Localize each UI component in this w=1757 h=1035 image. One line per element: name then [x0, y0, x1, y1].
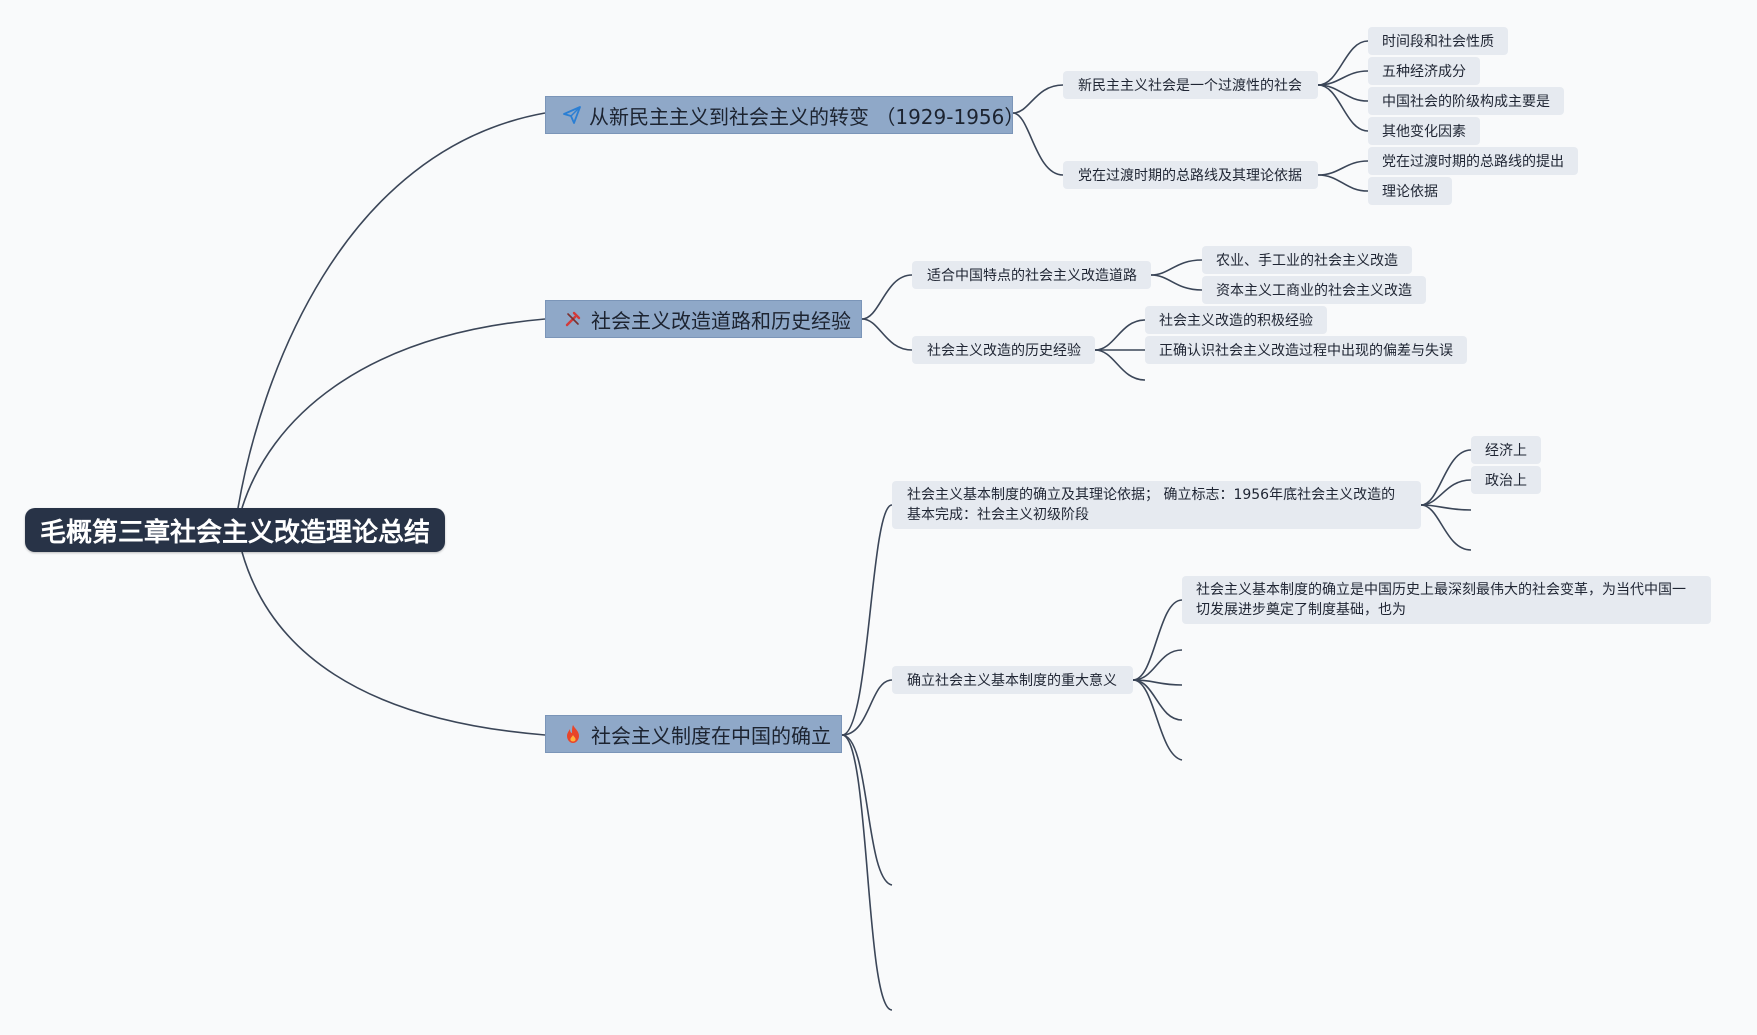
connector-b1-s1: [1012, 84, 1064, 114]
connector-b3-s1: [841, 504, 893, 736]
leaf-label: 理论依据: [1382, 184, 1438, 200]
sub-label: 社会主义改造的历史经验: [927, 343, 1081, 359]
branch-label-1: 从新民主主义到社会主义的转变 （1929-1956）: [589, 104, 1025, 129]
leaf-label: 经济上: [1485, 443, 1527, 459]
connector-root-branch-3: [241, 551, 546, 736]
leaf-node[interactable]: 理论依据: [1368, 177, 1452, 205]
root-node[interactable]: 毛概第三章社会主义改造理论总结: [25, 508, 445, 552]
connector-b3-e2: [841, 734, 893, 1011]
sub-label: 新民主主义社会是一个过渡性的社会: [1078, 78, 1302, 94]
leaf-node[interactable]: 时间段和社会性质: [1368, 27, 1508, 55]
connector-s32-e3: [1132, 679, 1183, 721]
branch-label-2: 社会主义改造道路和历史经验: [591, 308, 851, 333]
connector-s22-l1: [1094, 319, 1146, 351]
connector-s22-l3: [1094, 349, 1146, 381]
leaf-node[interactable]: 经济上: [1471, 436, 1541, 464]
connector-s31-l2: [1420, 479, 1472, 506]
leaf-node[interactable]: 资本主义工商业的社会主义改造: [1202, 276, 1426, 304]
leaf-label: 五种经济成分: [1382, 64, 1466, 80]
leaf-node[interactable]: 其他变化因素: [1368, 117, 1480, 145]
connector-s31-l1: [1420, 449, 1472, 506]
leaf-label: 正确认识社会主义改造过程中出现的偏差与失误: [1159, 343, 1453, 359]
leaf-node[interactable]: 农业、手工业的社会主义改造: [1202, 246, 1412, 274]
leaf-node[interactable]: 五种经济成分: [1368, 57, 1480, 85]
sub-node-2-2[interactable]: 社会主义改造的历史经验: [912, 336, 1095, 364]
sub-node-3-1[interactable]: 社会主义基本制度的确立及其理论依据； 确立标志：1956年底社会主义改造的基本完…: [892, 481, 1421, 529]
connector-s21-l1: [1150, 259, 1203, 276]
connector-s32-e1: [1132, 649, 1183, 681]
leaf-node[interactable]: 社会主义改造的积极经验: [1145, 306, 1327, 334]
leaf-label: 农业、手工业的社会主义改造: [1216, 253, 1398, 269]
sub-label: 确立社会主义基本制度的重大意义: [907, 673, 1117, 689]
branch-label-3: 社会主义制度在中国的确立: [591, 723, 831, 748]
connector-s12-l1: [1317, 160, 1369, 176]
leaf-node[interactable]: 正确认识社会主义改造过程中出现的偏差与失误: [1145, 336, 1467, 364]
leaf-label: 社会主义改造的积极经验: [1159, 313, 1313, 329]
root-label: 毛概第三章社会主义改造理论总结: [39, 517, 430, 548]
leaf-label: 中国社会的阶级构成主要是: [1382, 94, 1550, 110]
connector-s32-l1: [1132, 599, 1183, 681]
sub-node-3-2[interactable]: 确立社会主义基本制度的重大意义: [892, 666, 1133, 694]
connector-b2-s2: [861, 318, 913, 351]
connector-b2-s1: [861, 274, 913, 320]
connector-s32-e4: [1132, 679, 1183, 761]
connector-b3-e1: [841, 734, 893, 886]
leaf-label: 政治上: [1485, 473, 1527, 489]
sub-label: 适合中国特点的社会主义改造道路: [927, 268, 1137, 284]
connector-s11-l4: [1317, 84, 1369, 132]
leaf-label: 资本主义工商业的社会主义改造: [1216, 283, 1412, 299]
sub-label: 党在过渡时期的总路线及其理论依据: [1078, 168, 1302, 184]
leaf-label: 其他变化因素: [1382, 124, 1466, 140]
paper-plane-icon: [563, 105, 581, 125]
connector-s11-l1: [1317, 40, 1369, 86]
connector-s31-e2: [1420, 504, 1472, 551]
leaf-label: 时间段和社会性质: [1382, 34, 1494, 50]
branch-node-2[interactable]: 社会主义改造道路和历史经验: [545, 300, 862, 338]
branch-node-1[interactable]: 从新民主主义到社会主义的转变 （1929-1956）: [545, 96, 1024, 134]
connector-root-branch-2: [241, 318, 546, 509]
connector-b3-s2: [841, 679, 893, 736]
connector-b1-s2: [1012, 112, 1064, 176]
leaf-node[interactable]: 政治上: [1471, 466, 1541, 494]
sub-label: 社会主义基本制度的确立及其理论依据； 确立标志：1956年底社会主义改造的基本完…: [907, 487, 1396, 523]
connector-root-branch-1: [237, 112, 546, 509]
connector-s12-l2: [1317, 174, 1369, 192]
branch-node-3[interactable]: 社会主义制度在中国的确立: [545, 715, 842, 753]
tools-icon: [563, 309, 583, 329]
leaf-label: 党在过渡时期的总路线的提出: [1382, 154, 1564, 170]
fire-icon: [563, 724, 583, 744]
leaf-node[interactable]: 社会主义基本制度的确立是中国历史上最深刻最伟大的社会变革，为当代中国一切发展进步…: [1182, 576, 1711, 624]
sub-node-2-1[interactable]: 适合中国特点的社会主义改造道路: [912, 261, 1151, 289]
sub-node-1-2[interactable]: 党在过渡时期的总路线及其理论依据: [1063, 161, 1318, 189]
connector-s21-l2: [1150, 274, 1203, 291]
leaf-label: 社会主义基本制度的确立是中国历史上最深刻最伟大的社会变革，为当代中国一切发展进步…: [1196, 582, 1686, 618]
sub-node-1-1[interactable]: 新民主主义社会是一个过渡性的社会: [1063, 71, 1318, 99]
leaf-node[interactable]: 中国社会的阶级构成主要是: [1368, 87, 1564, 115]
leaf-node[interactable]: 党在过渡时期的总路线的提出: [1368, 147, 1578, 175]
